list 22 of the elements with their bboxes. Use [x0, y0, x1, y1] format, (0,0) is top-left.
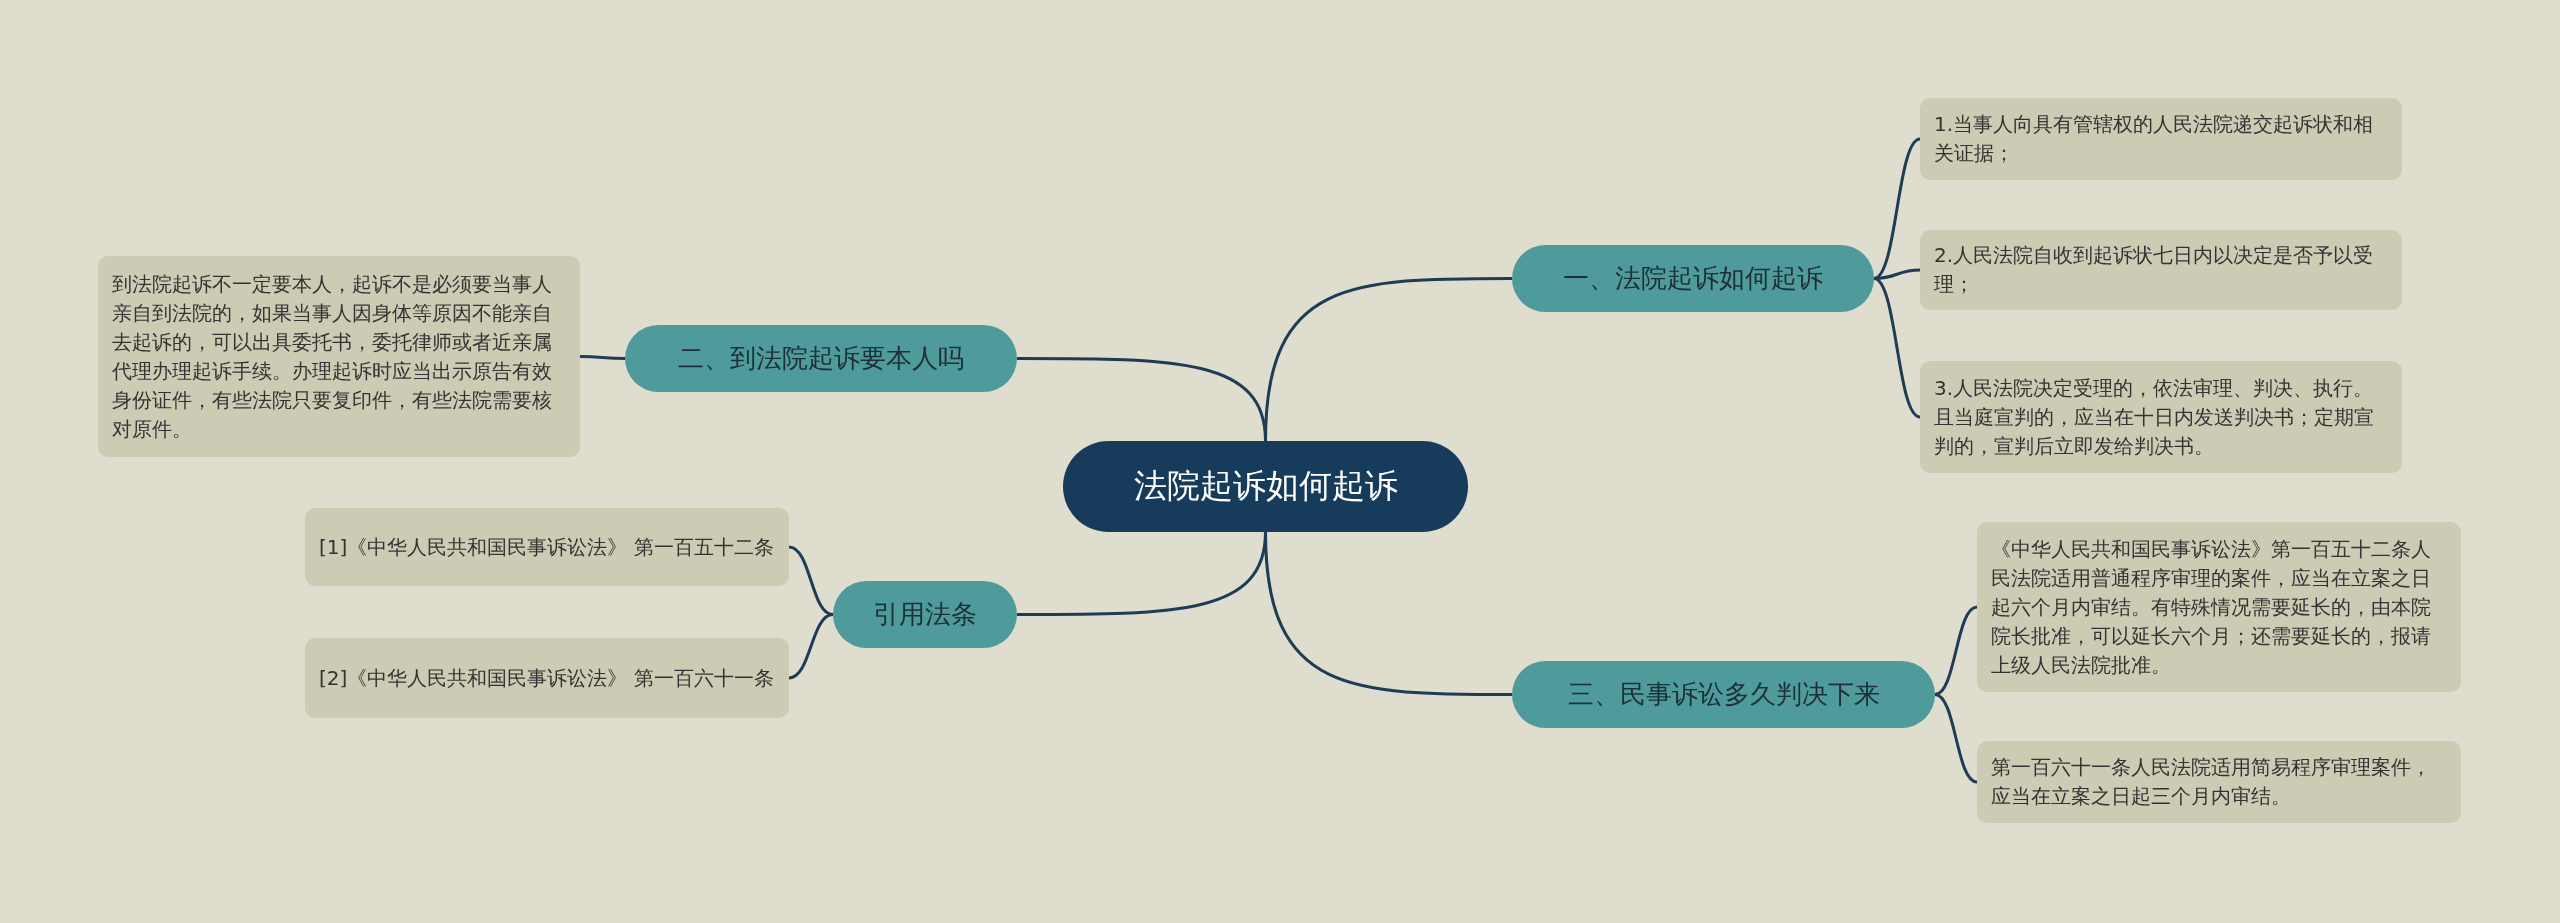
connector-line	[788, 613, 834, 680]
central-topic: 法院起诉如何起诉	[1063, 441, 1468, 532]
connector-line	[1934, 605, 1978, 696]
connector-line	[1873, 268, 1921, 280]
connector-line	[1934, 693, 1978, 784]
note-card: 到法院起诉不一定要本人，起诉不是必须要当事人亲自到法院的，如果当事人因身体等原因不能亲自去起诉的，可以出具委托书，委托律师或者近亲属代理办理起诉手续。办理起诉时应当出示原告有效身份证件，有些法院只要复印件，有些法院需要核对原件。	[98, 256, 580, 457]
connector-line	[1873, 137, 1921, 280]
note-card: [2]《中华人民共和国民事诉讼法》 第一百六十一条	[305, 638, 789, 718]
topic-pill: 二、到法院起诉要本人吗	[625, 325, 1017, 392]
connector-line	[1017, 357, 1267, 442]
note-card: 1.当事人向具有管辖权的人民法院递交起诉状和相关证据；	[1920, 98, 2402, 180]
connector-line	[580, 355, 625, 360]
connector-line	[1873, 277, 1921, 419]
note-card: 第一百六十一条人民法院适用简易程序审理案件，应当在立案之日起三个月内审结。	[1977, 741, 2461, 823]
connector-line	[1264, 531, 1512, 696]
topic-pill: 一、法院起诉如何起诉	[1512, 245, 1874, 312]
topic-pill: 三、民事诉讼多久判决下来	[1512, 661, 1935, 728]
note-card: 3.人民法院决定受理的，依法审理、判决、执行。且当庭宣判的，应当在十日内发送判决书；定期宣判的，宣判后立即发给判决书。	[1920, 361, 2402, 473]
note-card: 《中华人民共和国民事诉讼法》第一百五十二条人民法院适用普通程序审理的案件，应当在立案之日起六个月内审结。有特殊情况需要延长的，由本院院长批准，可以延长六个月；还需要延长的，报请上级人民法院批准。	[1977, 522, 2461, 692]
topic-pill: 引用法条	[833, 581, 1017, 648]
note-card: 2.人民法院自收到起诉状七日内以决定是否予以受理；	[1920, 230, 2402, 310]
note-card: [1]《中华人民共和国民事诉讼法》 第一百五十二条	[305, 508, 789, 586]
